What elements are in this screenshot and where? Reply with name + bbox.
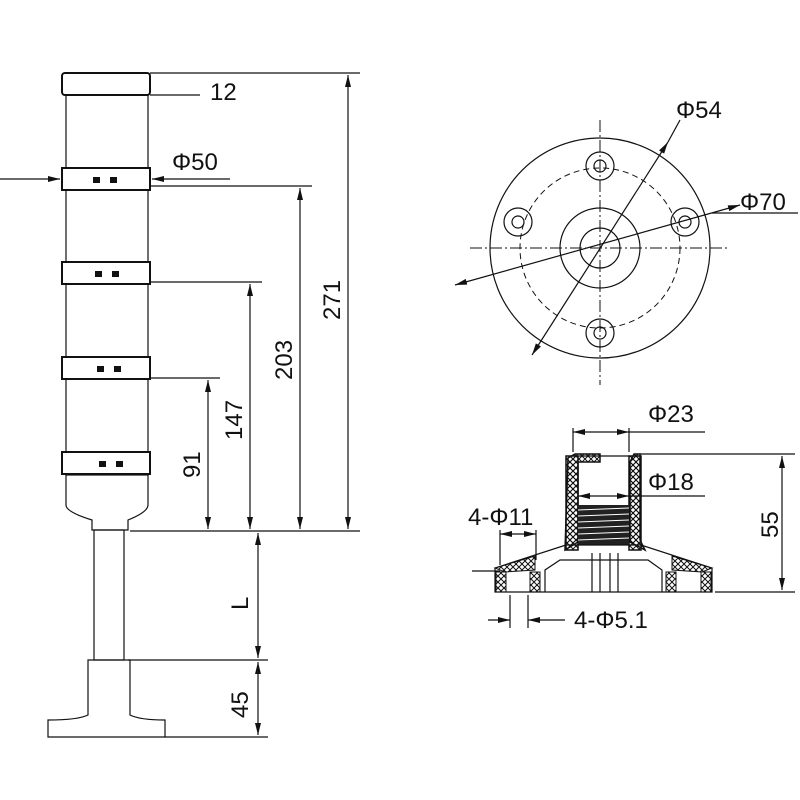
pole-length-label: L (227, 597, 254, 610)
cap-height-label: 12 (210, 79, 237, 106)
foot-height-label: 45 (227, 691, 254, 718)
outer-diameter-label: Φ70 (740, 189, 786, 216)
hole-label: 4-Φ5.1 (574, 607, 648, 634)
signal-tower-side-view (47, 72, 166, 738)
tier2-height-label: 147 (221, 400, 248, 440)
tier3-height-label: 203 (271, 340, 298, 380)
section-height-label: 55 (757, 511, 784, 538)
outer-tube-label: Φ23 (648, 401, 694, 428)
top-cap (61, 72, 151, 96)
mount-holes (503, 151, 700, 348)
counterbore-label: 4-Φ11 (468, 504, 533, 531)
base-section-view: Φ23 Φ18 4-Φ11 4-Φ5.1 55 (468, 401, 795, 634)
foot (47, 659, 166, 738)
tier-rings (61, 167, 151, 475)
base-top-view: Φ54 Φ70 (454, 97, 798, 385)
total-height-label: 271 (319, 280, 346, 320)
inner-thread-label: Φ18 (648, 469, 694, 496)
diameter-label: Φ50 (172, 149, 218, 176)
tier1-height-label: 91 (179, 451, 206, 478)
tower-base (65, 475, 149, 531)
tower-dimensions: 12 Φ50 271 203 147 91 L 45 (0, 72, 360, 738)
pole (93, 529, 125, 661)
bolt-circle-label: Φ54 (676, 97, 722, 124)
